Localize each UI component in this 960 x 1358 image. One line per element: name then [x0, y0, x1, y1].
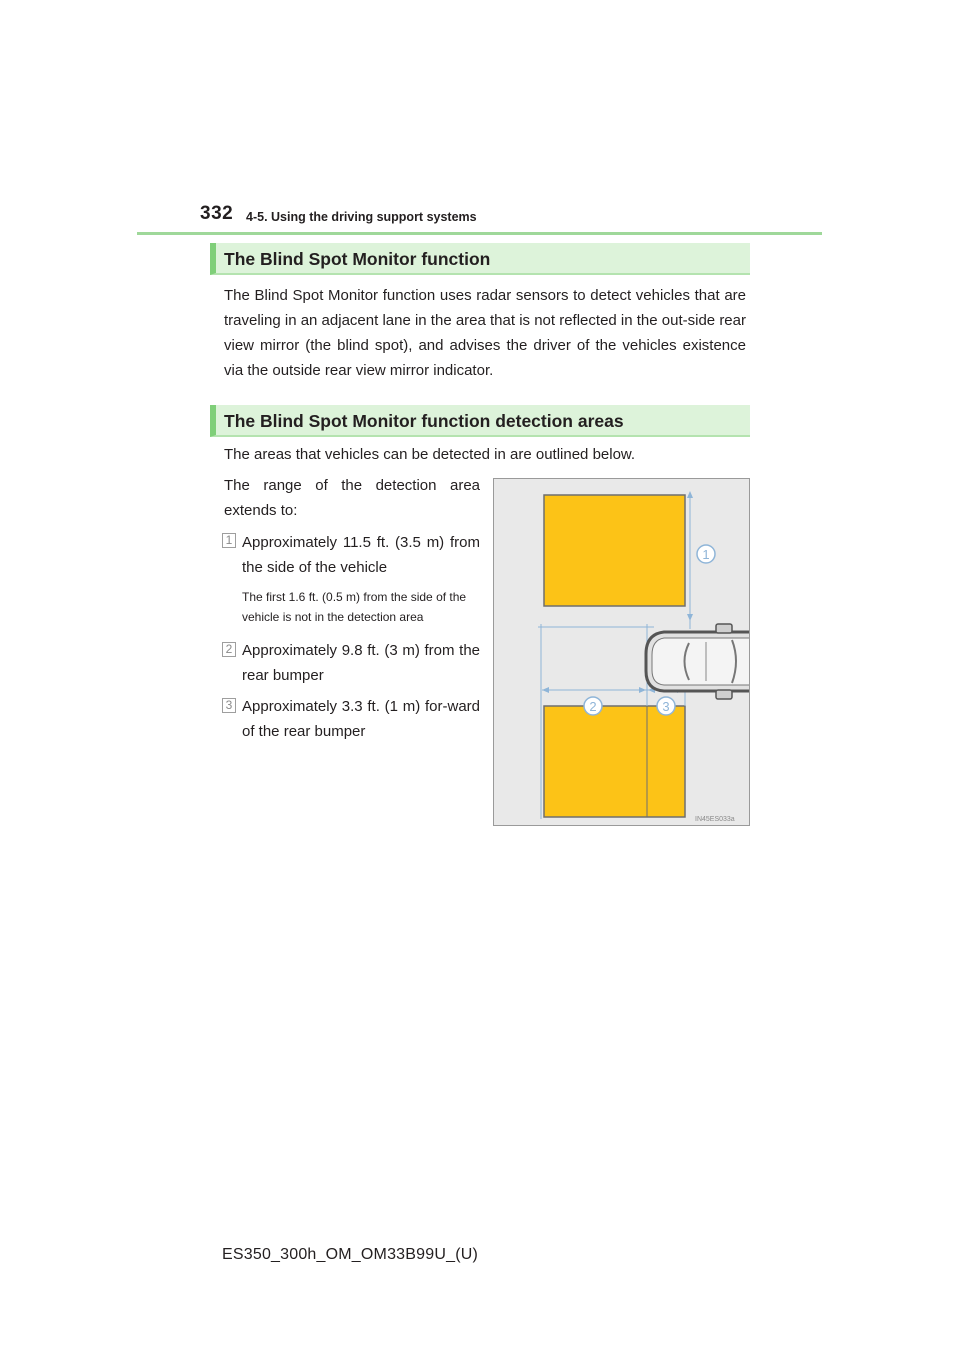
section-heading-text: The Blind Spot Monitor function detectio… — [224, 411, 624, 431]
item-text: Approximately 3.3 ft. (1 m) for-ward of … — [242, 698, 480, 740]
detection-areas-intro: The areas that vehicles can be detected … — [224, 446, 636, 463]
range-intro: The range of the detection area extends … — [224, 477, 480, 519]
page-number: 332 — [200, 203, 234, 224]
section-heading-text: The Blind Spot Monitor function — [224, 249, 491, 269]
svg-text:2: 2 — [589, 699, 596, 714]
section-heading-function: The Blind Spot Monitor function — [210, 243, 750, 275]
rear-detection-area — [543, 705, 686, 818]
detection-area-illustration: 1 2 3 IN45ES033a — [538, 491, 749, 823]
svg-text:3: 3 — [662, 699, 669, 714]
item-number-badge: 3 — [222, 698, 236, 713]
item-note: The first 1.6 ft. (0.5 m) from the side … — [242, 590, 467, 624]
dimension-lines — [538, 493, 691, 819]
car-top-view — [644, 623, 749, 700]
svg-text:1: 1 — [702, 547, 709, 562]
callout-2: 2 — [583, 696, 603, 716]
detection-area-diagram: 1 2 3 IN45ES033a — [493, 478, 750, 826]
side-detection-area — [543, 494, 686, 607]
function-description: The Blind Spot Monitor function uses rad… — [224, 287, 746, 379]
image-code: IN45ES033a — [695, 816, 735, 823]
header-divider — [137, 232, 822, 235]
item-text: Approximately 11.5 ft. (3.5 m) from the … — [242, 534, 480, 576]
callout-1: 1 — [696, 544, 716, 564]
item-number-badge: 1 — [222, 533, 236, 548]
item-number-badge: 2 — [222, 642, 236, 657]
section-heading-detection-areas: The Blind Spot Monitor function detectio… — [210, 405, 750, 437]
item-text: Approximately 9.8 ft. (3 m) from the rea… — [242, 642, 480, 684]
section-reference: 4-5. Using the driving support systems — [246, 210, 477, 224]
callout-3: 3 — [656, 696, 676, 716]
document-code: ES350_300h_OM_OM33B99U_(U) — [222, 1246, 479, 1263]
